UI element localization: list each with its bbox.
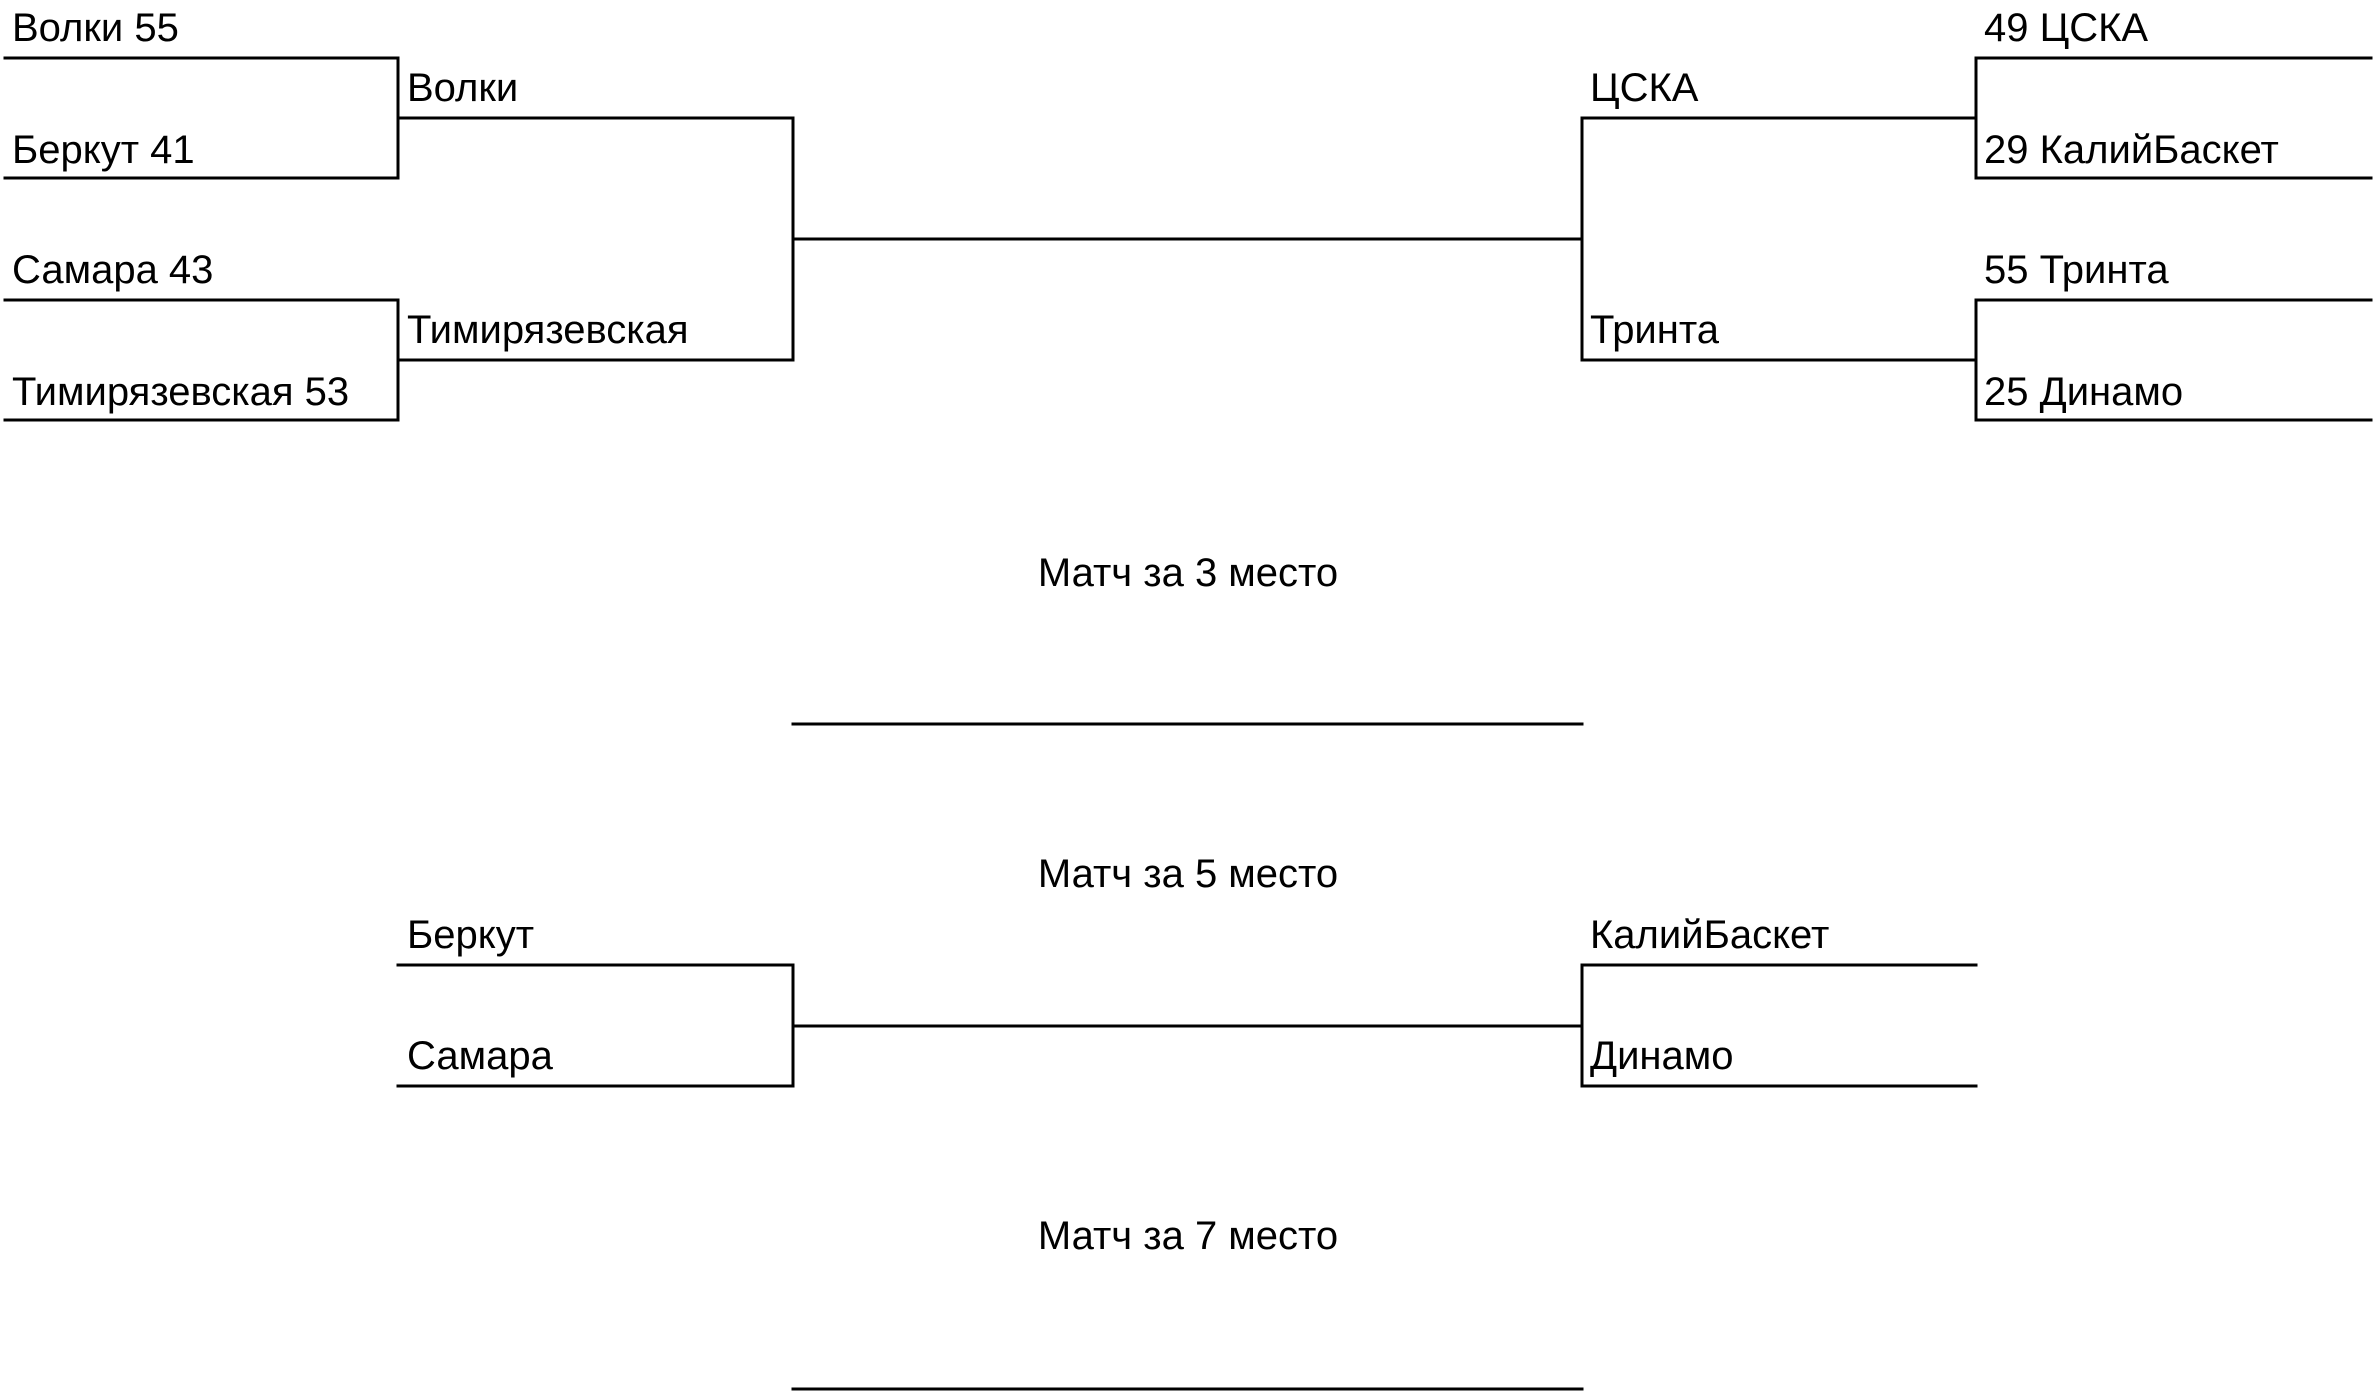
sf-left-b: Тимирязевская [407,308,689,352]
fifth-left-a: Беркут [407,913,535,957]
fifth-place-title: Матч за 5 место [1037,852,1339,896]
fifth-right-b: Динамо [1590,1034,1734,1078]
qf-right-bottom-a: 55 Тринта [1984,248,2169,292]
qf-right-bottom-b: 25 Динамо [1984,370,2184,414]
qf-left-top-b: Беркут 41 [12,128,195,172]
seventh-place-title: Матч за 7 место [1037,1214,1339,1258]
sf-right-a: ЦСКА [1590,66,1699,110]
fifth-left-b: Самара [407,1034,553,1078]
qf-right-top-b: 29 КалийБаскет [1984,128,2279,172]
bracket-connector-qf-right-top [1974,56,2373,180]
sf-right-b: Тринта [1590,308,1719,352]
bracket-connector-qf-right-bottom [1974,298,2373,422]
qf-left-bottom-b: Тимирязевская 53 [12,370,350,414]
third-place-title: Матч за 3 место [1037,551,1339,595]
qf-left-top-a: Волки 55 [12,6,179,50]
qf-left-bottom-a: Самара 43 [12,248,214,292]
sf-left-a: Волки [407,66,519,110]
qf-right-top-a: 49 ЦСКА [1984,6,2149,50]
fifth-right-a: КалийБаскет [1590,913,1830,957]
bracket-connector-fifth-right [1580,963,1978,1088]
